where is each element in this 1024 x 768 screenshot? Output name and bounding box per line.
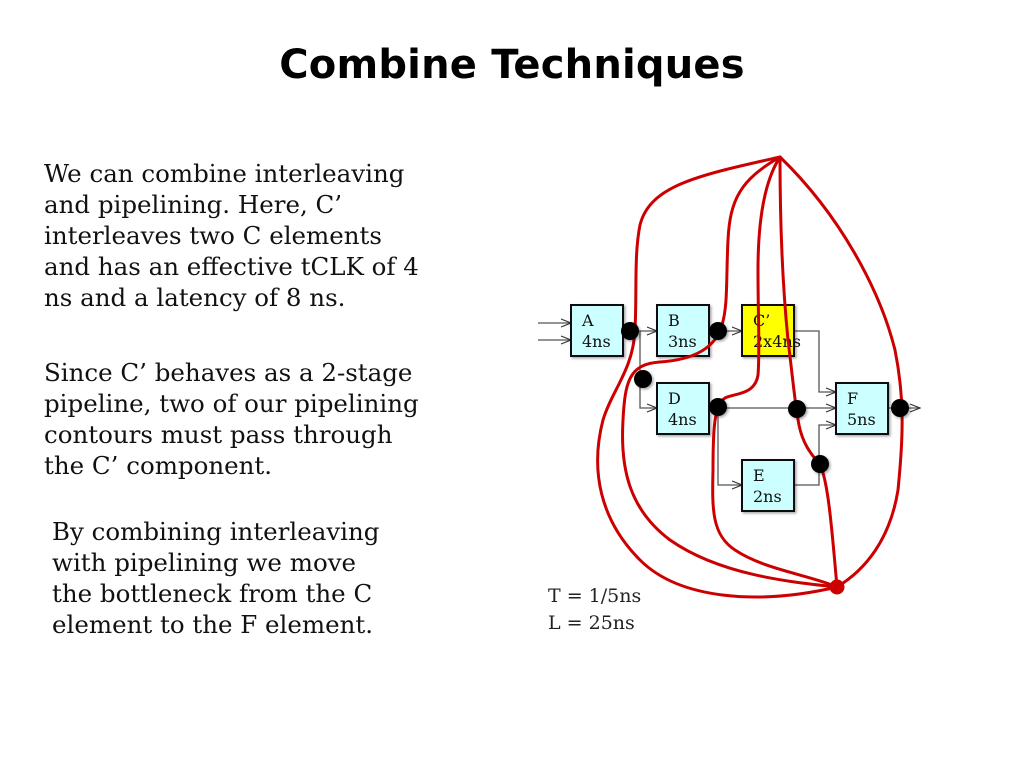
contour-5 — [778, 155, 904, 589]
contour-1 — [596, 155, 839, 599]
contour-4 — [778, 155, 839, 589]
component-name: E — [753, 466, 765, 485]
pipeline-register-dot — [621, 322, 639, 340]
pipeline-register-dot — [709, 322, 727, 340]
throughput-label: T = 1/5ns — [548, 585, 641, 607]
pipeline-register-dot — [709, 398, 727, 416]
paragraph-two-stage: Since C’ behaves as a 2-stage pipeline, … — [44, 358, 419, 480]
contour-2 — [621, 155, 839, 589]
component-f: F 5ns — [835, 382, 889, 435]
wire-d-to-e — [717, 408, 742, 485]
component-b: B 3ns — [656, 304, 710, 357]
pipeline-register-dot — [788, 400, 806, 418]
slide-title: Combine Techniques — [279, 42, 745, 88]
wire-a-to-d — [639, 331, 657, 408]
component-name: D — [668, 389, 681, 408]
component-name: B — [668, 311, 680, 330]
component-a: A 4ns — [570, 304, 624, 357]
latency-label: L = 25ns — [548, 612, 635, 634]
contour-3 — [711, 155, 839, 589]
component-box — [656, 304, 710, 357]
component-name: F — [847, 389, 858, 408]
pipeline-register-dot — [891, 399, 909, 417]
component-delay: 4ns — [582, 332, 611, 351]
wire-c-to-f — [794, 330, 836, 392]
paragraph-interleaving: We can combine interleaving and pipelini… — [44, 159, 419, 312]
component-name: C’ — [753, 311, 770, 330]
pipeline-register-dot — [811, 455, 829, 473]
wire-e-to-f — [794, 425, 836, 486]
component-delay: 2ns — [753, 487, 782, 506]
component-c: C’2x4ns — [741, 304, 801, 357]
contour-convergence-dot — [829, 579, 845, 595]
component-box — [741, 459, 795, 512]
component-delay: 5ns — [847, 410, 876, 429]
component-box — [570, 304, 624, 357]
pipeline-register-dot — [634, 370, 652, 388]
component-box — [656, 382, 710, 435]
component-e: E 2ns — [741, 459, 795, 512]
paragraph-bottleneck: By combining interleaving with pipelinin… — [52, 517, 380, 639]
pipeline-contours — [596, 155, 904, 599]
component-delay: 4ns — [668, 410, 697, 429]
component-delay: 3ns — [668, 332, 697, 351]
component-box — [835, 382, 889, 435]
component-d: D 4ns — [656, 382, 710, 435]
component-name: A — [581, 311, 594, 330]
